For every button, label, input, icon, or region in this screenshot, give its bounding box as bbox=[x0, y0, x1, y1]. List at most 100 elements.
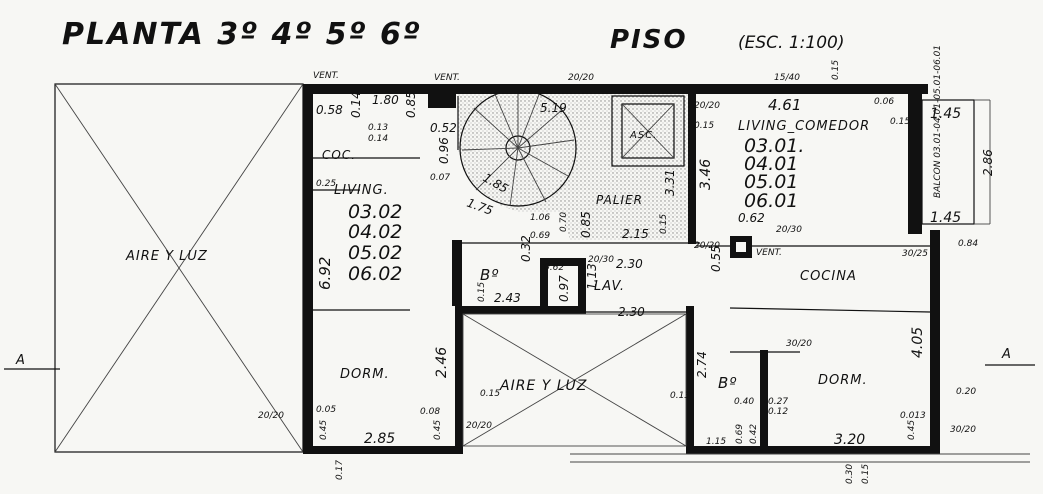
dim-label: 0.14 bbox=[349, 91, 363, 118]
lavadero-label: LAV. bbox=[594, 279, 625, 294]
dim-label: 0.30 bbox=[845, 464, 855, 484]
dormitorio-right-label: DORM. bbox=[818, 373, 868, 388]
dim-label: 0.25 bbox=[316, 179, 336, 189]
vent-label-3: VENT. bbox=[756, 248, 782, 258]
dim-label: 0.13 bbox=[670, 391, 690, 401]
dim-label: 0.14 bbox=[368, 134, 388, 144]
dim-label: 1.15 bbox=[706, 437, 726, 447]
dim-label: 0.62 bbox=[544, 263, 564, 273]
dim-label: 1.06 bbox=[530, 213, 550, 223]
dim-label: 30/25 bbox=[902, 249, 928, 259]
section-line bbox=[4, 364, 1035, 370]
dim-label: 0.15 bbox=[694, 121, 714, 131]
cocina-label: COCINA bbox=[800, 269, 857, 284]
vent-label-1: VENT. bbox=[313, 71, 339, 81]
dim-label: 0.27 bbox=[768, 397, 788, 407]
dim-label: 0.17 bbox=[335, 460, 345, 480]
dim-label: 0.08 bbox=[420, 407, 440, 417]
dim-label: 0.15 bbox=[861, 464, 871, 484]
stair-core bbox=[457, 88, 688, 240]
dim-label: 0.15 bbox=[659, 214, 669, 234]
floor-label: PISO bbox=[610, 25, 688, 55]
aire-luz-center-label: AIRE Y LUZ bbox=[499, 378, 587, 394]
dim-label: 3.31 bbox=[663, 169, 677, 196]
dim-label: 5.19 bbox=[540, 101, 567, 115]
dim-label: 3.20 bbox=[834, 432, 865, 448]
dim-label: 0.85 bbox=[579, 211, 593, 238]
unit-left-4: 06.02 bbox=[348, 263, 402, 285]
interior-walls bbox=[312, 157, 1030, 463]
dim-label: 0.69 bbox=[735, 424, 745, 444]
dim-label: 30/20 bbox=[786, 339, 812, 349]
unit-left-1: 03.02 bbox=[348, 201, 402, 223]
dim-label: 0.15 bbox=[831, 60, 841, 80]
dim-label: 20/30 bbox=[588, 255, 614, 265]
dim-label: 0.58 bbox=[316, 103, 343, 117]
dim-label: 0.013 bbox=[900, 411, 926, 421]
dim-label: 0.15 bbox=[890, 117, 910, 127]
dim-label: 0.45 bbox=[433, 420, 443, 440]
dim-label: 1.80 bbox=[372, 93, 399, 107]
unit-right-1: 03.01. bbox=[744, 135, 804, 157]
dim-label: 15/40 bbox=[774, 73, 800, 83]
dim-label: 0.05 bbox=[316, 405, 336, 415]
cocina-small-label: COC. bbox=[322, 148, 356, 162]
elevator-label: ASC. bbox=[629, 130, 657, 141]
dim-label: 20/30 bbox=[776, 225, 802, 235]
section-marker-right: A bbox=[1001, 347, 1011, 362]
balcony bbox=[921, 99, 991, 225]
dim-label: 0.06 bbox=[874, 97, 894, 107]
vent-label-2: VENT. bbox=[434, 73, 460, 83]
dim-label: 0.84 bbox=[958, 239, 978, 249]
dim-label: 0.20 bbox=[956, 387, 976, 397]
dim-label: 1.45 bbox=[930, 210, 961, 226]
air-light-court-center bbox=[462, 313, 687, 447]
dim-label: 2.43 bbox=[494, 291, 521, 305]
dim-label: 30/20 bbox=[950, 425, 976, 435]
dim-label: 2.74 bbox=[695, 351, 709, 378]
aire-luz-left-label: AIRE Y LUZ bbox=[125, 249, 208, 264]
dim-label: 2.85 bbox=[364, 431, 395, 447]
dim-label: 2.30 bbox=[618, 305, 645, 319]
dimensions: 1.80 0.58 0.14 0.85 0.13 0.14 0.52 0.96 … bbox=[258, 60, 995, 484]
dim-label: 0.70 bbox=[559, 212, 569, 232]
section-marker-left: A bbox=[15, 353, 25, 368]
dim-label: 2.46 bbox=[434, 347, 450, 378]
unit-right-3: 05.01 bbox=[744, 171, 798, 193]
bano-left-label: Bº bbox=[480, 266, 499, 284]
dim-label: 0.13 bbox=[368, 123, 388, 133]
scale-label: (ESC. 1:100) bbox=[738, 33, 844, 53]
unit-left-2: 04.02 bbox=[348, 221, 402, 243]
dim-label: 6.92 bbox=[316, 257, 334, 290]
unit-left-3: 05.02 bbox=[348, 242, 402, 264]
unit-right-2: 04.01 bbox=[744, 153, 798, 175]
plan-title: PLANTA 3º 4º 5º 6º bbox=[62, 17, 422, 52]
dim-label: 4.61 bbox=[768, 96, 801, 114]
dim-label: 20/20 bbox=[466, 421, 492, 431]
dim-label: 2.15 bbox=[622, 227, 649, 241]
dim-label: 20/20 bbox=[258, 411, 284, 421]
dim-label: 0.42 bbox=[749, 424, 759, 444]
living-label: LIVING. bbox=[334, 183, 389, 198]
dim-label: 0.12 bbox=[768, 407, 788, 417]
dim-label: 0.96 bbox=[437, 137, 451, 164]
dim-label: 1.45 bbox=[930, 106, 961, 122]
dim-label: 0.69 bbox=[530, 231, 550, 241]
unit-right-4: 06.01 bbox=[744, 190, 798, 212]
dim-label: 0.45 bbox=[907, 420, 917, 440]
dim-label: 3.46 bbox=[698, 159, 714, 190]
dim-label: 0.52 bbox=[430, 121, 457, 135]
dim-label: 1.13 bbox=[585, 263, 599, 290]
dim-label: 0.45 bbox=[319, 420, 329, 440]
bano-right-label: Bº bbox=[718, 374, 737, 392]
dim-label: 4.05 bbox=[910, 327, 926, 358]
dim-label: 0.97 bbox=[557, 275, 571, 302]
palier-label: PALIER bbox=[596, 193, 643, 207]
dormitorio-left-label: DORM. bbox=[340, 367, 390, 382]
dim-label: 20/20 bbox=[568, 73, 594, 83]
elevator-shaft bbox=[611, 95, 685, 167]
dim-label: 0.85 bbox=[404, 91, 418, 118]
dim-label: 20/20 bbox=[694, 241, 720, 251]
air-light-court-left bbox=[54, 83, 304, 453]
